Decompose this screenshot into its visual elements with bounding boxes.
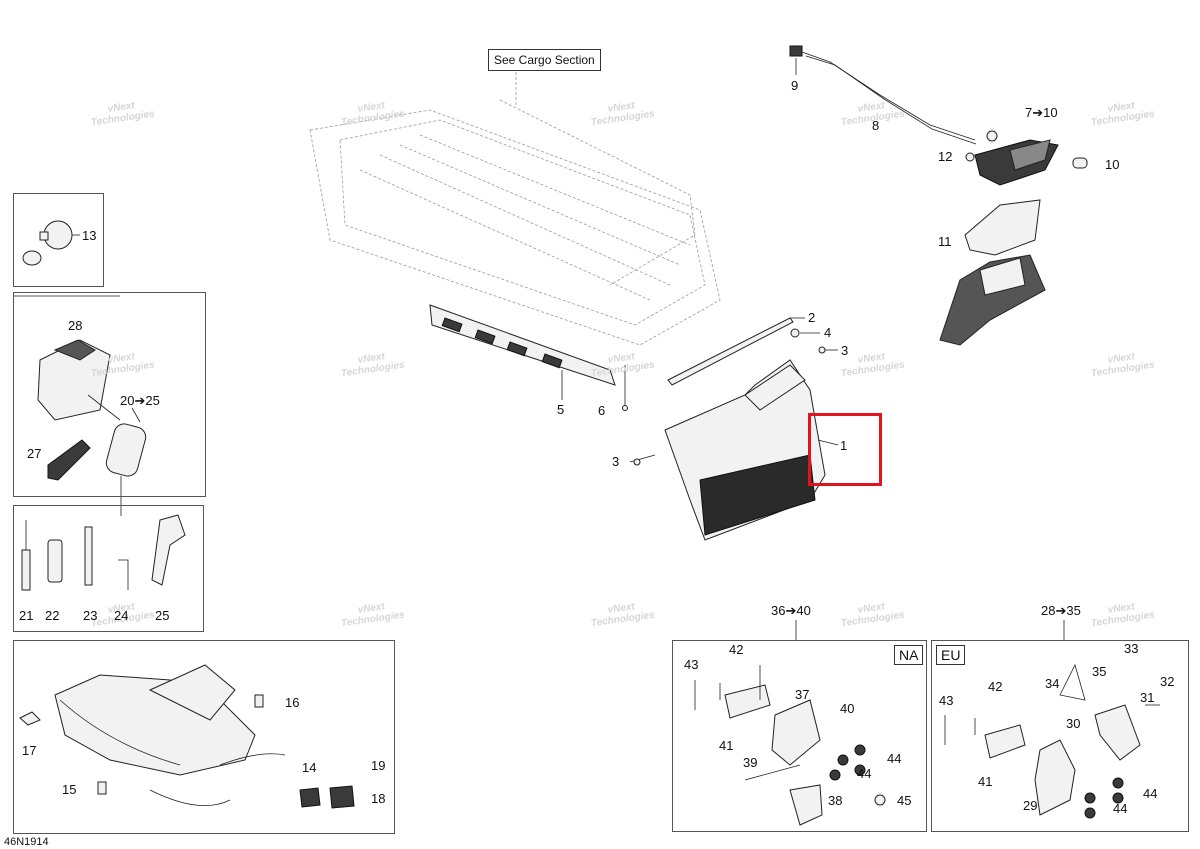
- callout-44: 44: [887, 751, 902, 766]
- bag-part-28: [14, 295, 147, 516]
- callout-45: 45: [897, 793, 912, 808]
- harness-part-9: [789, 45, 977, 145]
- callout-3: 3: [612, 454, 620, 469]
- strip-part-2: [667, 317, 805, 386]
- callout-6: 6: [598, 403, 606, 418]
- callout-38: 38: [828, 793, 843, 808]
- callout-31: 31: [1140, 690, 1155, 705]
- callout-18: 18: [371, 791, 386, 806]
- callout-44: 44: [1143, 786, 1158, 801]
- callout-27: 27: [27, 446, 42, 461]
- bracket-eu: [944, 663, 1160, 819]
- callout-12: 12: [938, 149, 953, 164]
- callout-30: 30: [1066, 716, 1081, 731]
- callout-40: 40: [840, 701, 855, 716]
- callout-3: 3: [841, 343, 849, 358]
- callout-35: 35: [1092, 664, 1107, 679]
- na-region-tag: NA: [894, 645, 924, 665]
- callout-20-25: 20➔25: [120, 393, 160, 408]
- callout-14: 14: [302, 760, 317, 775]
- callout-15: 15: [62, 782, 77, 797]
- toolkit-tools: [21, 514, 186, 591]
- callout-8: 8: [872, 118, 880, 133]
- eu-region-tag: EU: [936, 645, 966, 665]
- toolkit-detail-box: [13, 505, 204, 632]
- highlight-part-1: [808, 413, 882, 486]
- callout-5: 5: [557, 402, 565, 417]
- callout-22: 22: [45, 608, 60, 623]
- eu-bracket-box: [931, 640, 1189, 832]
- callout-25: 25: [155, 608, 170, 623]
- callout-39: 39: [743, 755, 758, 770]
- callout-33: 33: [1124, 641, 1139, 656]
- callout-37: 37: [795, 687, 810, 702]
- callout-36-40: 36➔40: [771, 603, 811, 618]
- callout-44: 44: [857, 766, 872, 781]
- callout-44: 44: [1113, 801, 1128, 816]
- housing-part-11: [939, 199, 1046, 346]
- knob-part-13: [22, 220, 80, 266]
- callout-23: 23: [83, 608, 98, 623]
- callout-19: 19: [371, 758, 386, 773]
- na-bracket-box: [672, 640, 927, 832]
- diagram-id: 46N1914: [4, 836, 49, 848]
- mudflap-part-1: [629, 359, 839, 541]
- callout-1: 1: [840, 438, 848, 453]
- bracket-na: [694, 665, 886, 826]
- callout-42: 42: [729, 642, 744, 657]
- callout-41: 41: [978, 774, 993, 789]
- see-cargo-section-label: See Cargo Section: [488, 49, 601, 71]
- callout-10: 10: [1105, 157, 1120, 172]
- callout-41: 41: [719, 738, 734, 753]
- callout-28: 28: [68, 318, 83, 333]
- callout-29: 29: [1023, 798, 1038, 813]
- taillight-assembly: [965, 130, 1088, 186]
- callout-42: 42: [988, 679, 1003, 694]
- snowmobile-drawing: [19, 664, 355, 809]
- callout-17: 17: [22, 743, 37, 758]
- callout-7-10: 7➔10: [1025, 105, 1058, 120]
- callout-9: 9: [791, 78, 799, 93]
- cargo-rack-outline: [309, 72, 721, 346]
- callout-21: 21: [19, 608, 34, 623]
- callout-28-35: 28➔35: [1041, 603, 1081, 618]
- callout-16: 16: [285, 695, 300, 710]
- callout-11: 11: [938, 234, 952, 249]
- knob-detail-box: [13, 193, 104, 287]
- callout-4: 4: [824, 325, 832, 340]
- callout-24: 24: [114, 608, 129, 623]
- callout-2: 2: [808, 310, 816, 325]
- callout-32: 32: [1160, 674, 1175, 689]
- rail-part-5: [429, 304, 626, 405]
- callout-13: 13: [82, 228, 97, 243]
- callout-34: 34: [1045, 676, 1060, 691]
- callout-43: 43: [684, 657, 699, 672]
- callout-43: 43: [939, 693, 954, 708]
- bag-detail-box: [13, 292, 206, 497]
- vehicle-location-box: [13, 640, 395, 834]
